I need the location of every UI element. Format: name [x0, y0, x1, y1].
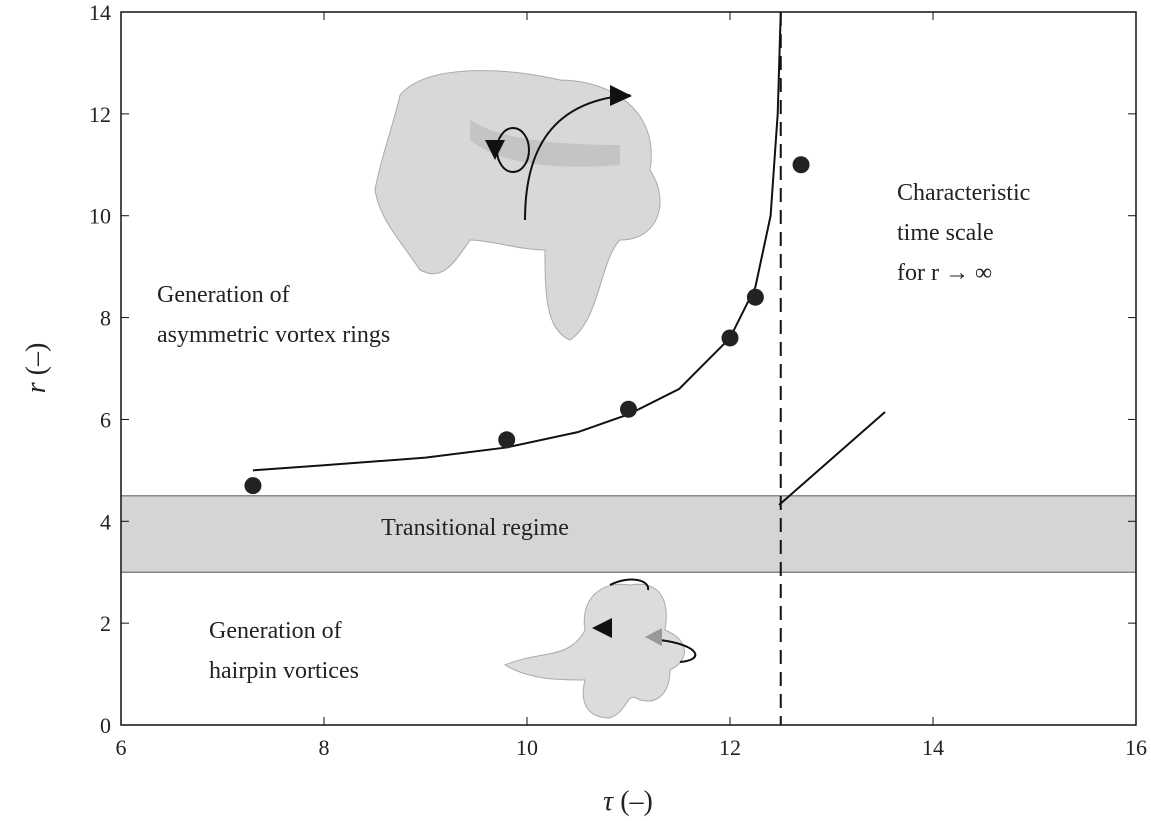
annotation-char-2: time scale	[897, 220, 994, 246]
annotation-char-3: for r → ∞	[897, 260, 992, 286]
transitional-band	[120, 495, 1137, 573]
asymmetric-vortex-ring-illustration	[374, 70, 661, 341]
hairpin-vortex-illustration	[503, 578, 697, 719]
x-tick-label: 10	[516, 735, 538, 760]
y-tick-label: 2	[100, 611, 111, 636]
y-tick-label: 14	[89, 0, 111, 25]
y-tick-label: 6	[100, 407, 111, 432]
data-point-4	[746, 288, 764, 306]
x-tick-label: 14	[922, 735, 944, 760]
y-tick-label: 10	[89, 204, 111, 229]
x-axis-label: τ (–)	[603, 786, 653, 817]
annotation-asymmetric-2: asymmetric vortex rings	[157, 322, 390, 348]
data-points	[244, 156, 810, 495]
data-point-3	[721, 329, 739, 347]
annotation-asymmetric-1: Generation of	[157, 282, 290, 308]
x-tick-label: 16	[1125, 735, 1147, 760]
data-point-1	[498, 431, 516, 449]
y-axis-label: r (–)	[21, 343, 52, 394]
data-point-2	[620, 400, 637, 418]
ticks: 6 8 10 12 14 16 0 2 4 6 8 10 12 14	[89, 0, 1147, 760]
x-tick-label: 8	[319, 735, 330, 760]
band-label: Transitional regime	[381, 515, 569, 541]
y-tick-label: 4	[100, 509, 111, 534]
y-tick-label: 8	[100, 306, 111, 331]
x-tick-label: 6	[116, 735, 127, 760]
annotation-hairpin-2: hairpin vortices	[209, 658, 359, 684]
annotation-leader-line	[778, 411, 886, 506]
data-point-5	[792, 156, 810, 174]
fit-curve	[252, 11, 782, 472]
plot-frame	[120, 11, 1137, 726]
annotation-char-1: Characteristic	[897, 180, 1030, 206]
y-tick-label: 0	[100, 713, 111, 738]
annotation-hairpin-1: Generation of	[209, 618, 342, 644]
y-tick-label: 12	[89, 102, 111, 127]
data-point-0	[244, 477, 262, 495]
x-tick-label: 12	[719, 735, 741, 760]
